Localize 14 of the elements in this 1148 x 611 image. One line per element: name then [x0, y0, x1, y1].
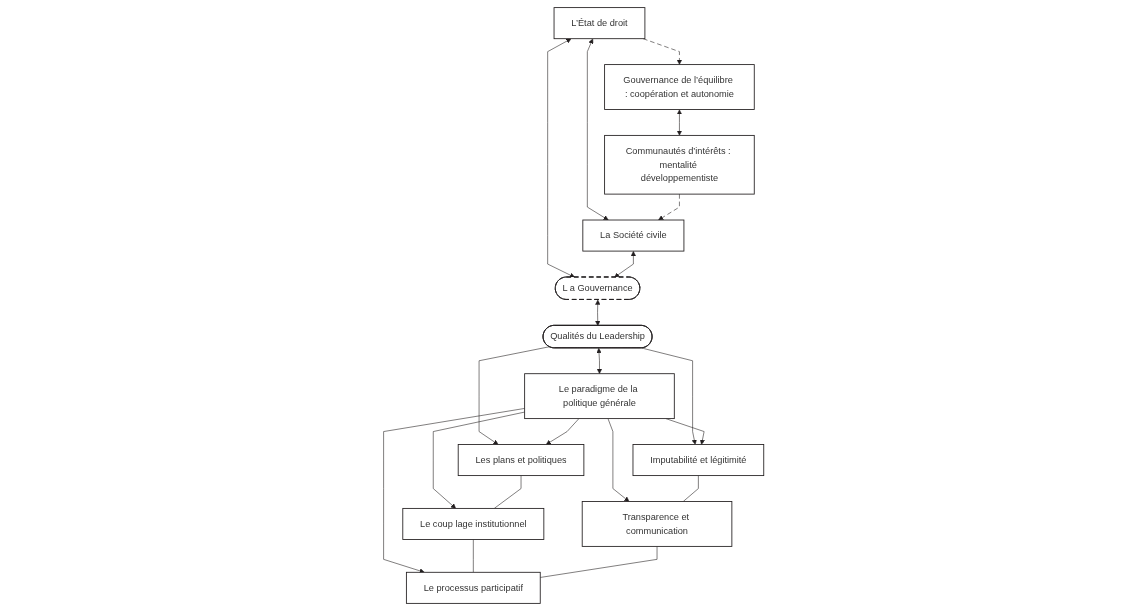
node-box: L’État de droit: [553, 7, 646, 40]
node-box: Imputabilité et légitimité: [632, 444, 765, 476]
connector: [473, 539, 474, 573]
node-box: Gouvernance de l’équilibre : coopération et autonomie: [604, 64, 755, 110]
node-box: Les plans et politiques: [458, 444, 585, 476]
node-box: Le paradigme de la politique générale: [524, 373, 676, 420]
node-box: Communautés d’intérêts : mentalité développementiste: [604, 134, 755, 195]
connector: [494, 475, 522, 509]
node-box: Transparence et communication: [582, 501, 733, 547]
connector: [683, 475, 699, 502]
node-box: Le coup lage institutionnel: [402, 507, 545, 540]
node-box: Le processus participatif: [406, 571, 541, 604]
connector: [540, 546, 658, 578]
node-box: La Société civile: [582, 219, 685, 252]
